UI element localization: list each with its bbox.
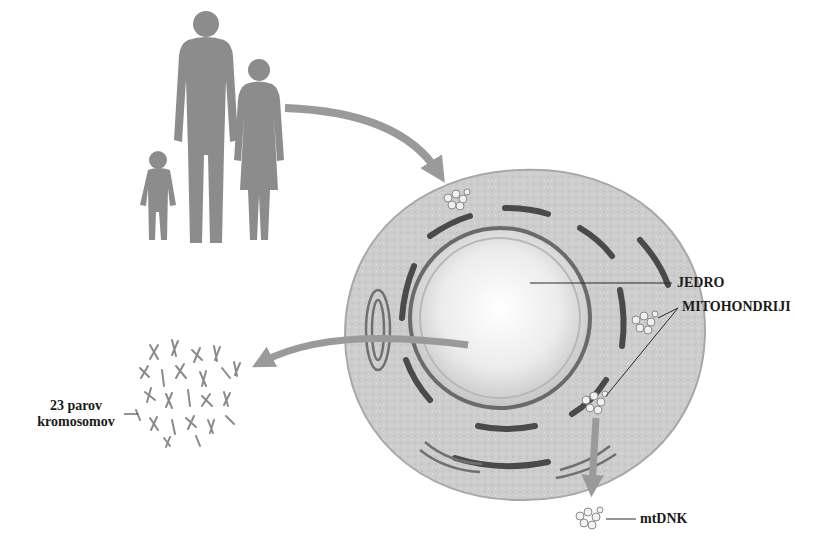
nucleus-label: JEDRO [677, 275, 724, 291]
chromosome-label: 23 parov kromosomov [30, 398, 122, 430]
leader-line [124, 283, 678, 519]
flow-arrow [592, 418, 596, 486]
cell-body [345, 170, 705, 500]
chromosomes [136, 340, 240, 447]
organelle-bars [402, 208, 668, 466]
mtdna-label: mtDNK [640, 511, 687, 527]
mitochondrion [444, 189, 470, 210]
mitochondria-label: MITOHONDRIJI [682, 299, 791, 315]
mitochondrion [632, 311, 658, 334]
flow-arrow [262, 338, 468, 362]
nucleus-ring [420, 238, 580, 398]
family-silhouette [140, 11, 284, 243]
flow-arrow [285, 108, 438, 172]
nucleus [410, 228, 590, 408]
mtdna-cluster [576, 507, 603, 529]
mitochondrion [582, 391, 608, 414]
